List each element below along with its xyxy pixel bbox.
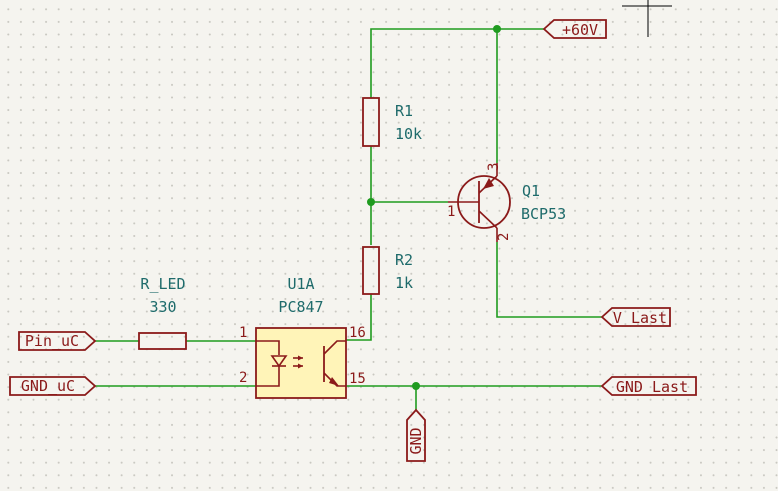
crosshair-cursor	[622, 0, 672, 37]
r1-ref: R1	[395, 102, 413, 120]
gnd-uc-label-text: GND_uC	[21, 377, 75, 395]
r1-value: 10k	[395, 125, 422, 143]
resistor-r1[interactable]: R1 10k	[362, 97, 422, 147]
net-label-gnd-last[interactable]: GND_Last	[600, 376, 697, 396]
q1-pin-collector: 2	[496, 233, 512, 241]
emitter-arrow-icon	[483, 178, 494, 189]
u1a-pin-16: 16	[349, 325, 366, 341]
v-last-label-text: V_Last	[613, 309, 667, 327]
r-led-value: 330	[149, 298, 176, 316]
resistor-r2[interactable]: R2 1k	[362, 246, 413, 295]
pin-uc-label-text: Pin_uC	[25, 332, 79, 350]
resistor-r-led[interactable]: R_LED 330	[138, 275, 187, 350]
r2-value: 1k	[395, 274, 413, 292]
net-label-gnd-uc[interactable]: GND_uC	[9, 376, 97, 396]
net-label-gnd[interactable]: GND	[406, 408, 426, 462]
u1a-pin-1: 1	[239, 325, 247, 341]
net-label-pin-uc[interactable]: Pin_uC	[18, 331, 97, 351]
q1-pin-emitter: 3	[486, 163, 502, 171]
led-icon	[270, 355, 288, 368]
wire-r2-u1-collector[interactable]	[346, 294, 372, 341]
light-emission-icon	[293, 355, 303, 369]
wires	[95, 28, 602, 410]
optocoupler-u1a[interactable]: 1 2 16 15 U1A PC847	[239, 275, 366, 399]
phototransistor-arrow-icon	[329, 377, 339, 386]
net-label-v-last[interactable]: V_Last	[600, 307, 671, 327]
u1a-pin-15: 15	[349, 371, 366, 387]
junction-dot	[412, 382, 420, 390]
junction-dot	[493, 25, 501, 33]
junctions	[367, 25, 501, 390]
wire-q1-collector[interactable]	[496, 242, 602, 318]
u1a-pin-2: 2	[239, 370, 247, 386]
net-label-vcc[interactable]: +60V	[542, 19, 607, 39]
u1a-ref: U1A	[287, 275, 314, 293]
wire-vcc-top[interactable]	[370, 28, 544, 98]
gnd-label-text: GND	[407, 427, 425, 454]
q1-ref: Q1	[522, 182, 540, 200]
r-led-ref: R_LED	[140, 275, 185, 293]
junction-dot	[367, 198, 375, 206]
transistor-q1[interactable]: 1 3 2 Q1 BCP53	[447, 163, 566, 242]
r2-ref: R2	[395, 251, 413, 269]
u1a-value: PC847	[278, 298, 323, 316]
q1-value: BCP53	[521, 205, 566, 223]
vcc-label-text: +60V	[562, 21, 598, 39]
gnd-last-label-text: GND_Last	[616, 378, 688, 396]
q1-pin-base: 1	[447, 204, 455, 220]
